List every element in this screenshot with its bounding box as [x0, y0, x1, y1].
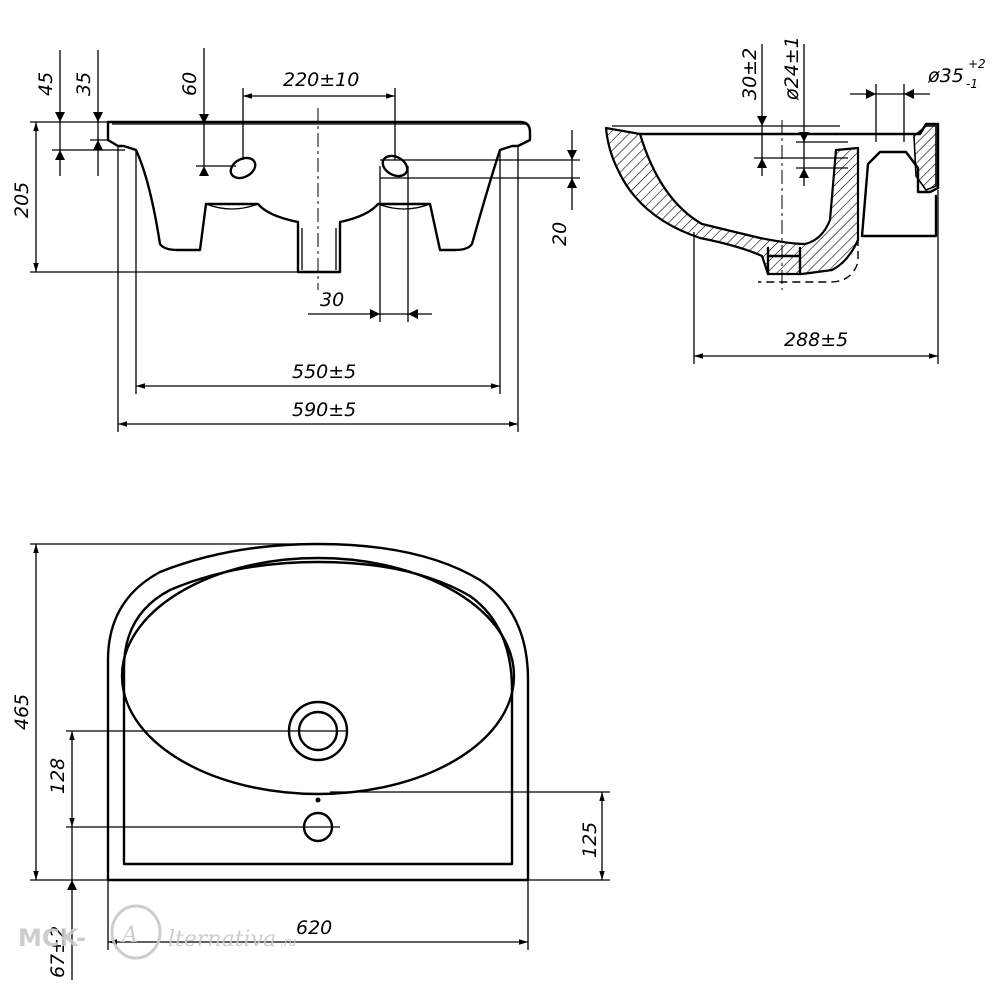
dim-35-sub: -1	[966, 77, 978, 91]
plan-bowl	[120, 556, 516, 796]
side-section-wall	[604, 126, 860, 276]
front-overflow-channel	[205, 203, 431, 210]
dim-465-label: 465	[11, 694, 33, 730]
plan-inner-outline	[122, 560, 514, 866]
watermark-logo-letter: A	[120, 923, 138, 948]
arrow	[866, 89, 914, 99]
side-view: 288±5 30±2 ø24±1 ø35 +2 -1	[604, 36, 986, 364]
front-tap-hole-left	[229, 156, 257, 180]
front-drain-walls	[301, 228, 337, 270]
front-view: 220±10 60 45 35 205 20 30	[11, 48, 580, 432]
dim-550-label: 550±5	[292, 361, 356, 383]
dim-35-label: ø35	[927, 65, 964, 87]
dim-288-label: 288±5	[784, 329, 848, 351]
dim-220-label: 220±10	[283, 69, 359, 91]
dim-30-label: 30	[320, 289, 344, 311]
dim-45-label: 45	[35, 72, 57, 96]
dim-67-label: 67±2	[47, 926, 69, 978]
dim-20-label: 20	[549, 222, 571, 246]
arrow	[757, 116, 809, 178]
dim-125-label: 125	[579, 822, 601, 858]
arrow	[67, 880, 77, 890]
arrow	[567, 150, 577, 188]
dim-35-label: 35	[73, 72, 95, 96]
dim-30-2-label: 30±2	[739, 48, 761, 100]
dim-24-label: ø24±1	[781, 36, 803, 101]
watermark-suffix: .ru	[280, 935, 297, 949]
dim-128-label: 128	[47, 758, 69, 794]
watermark-text: lternativa	[168, 927, 276, 952]
watermark-logo-circle	[110, 904, 162, 960]
side-overflow-hatch	[913, 125, 937, 191]
side-hidden-line	[758, 160, 859, 283]
plan-outer-outline	[106, 542, 530, 882]
watermark-prefix: MCK-	[18, 924, 86, 952]
side-drain-neck	[766, 246, 802, 276]
dim-620-label: 620	[296, 917, 332, 939]
plan-overflow-dot	[315, 797, 321, 803]
arrow	[55, 112, 103, 160]
arrow	[370, 309, 418, 319]
dim-205-label: 205	[11, 182, 33, 218]
watermark-logo: MCK- A lternativa .ru	[18, 904, 297, 960]
dim-35-sup: +2	[968, 57, 986, 71]
dim-590-label: 590±5	[292, 399, 356, 421]
front-basin-outline	[106, 120, 532, 274]
dim-60-label: 60	[179, 72, 201, 96]
plan-view: 465 128 67±2 125 620	[11, 542, 610, 980]
